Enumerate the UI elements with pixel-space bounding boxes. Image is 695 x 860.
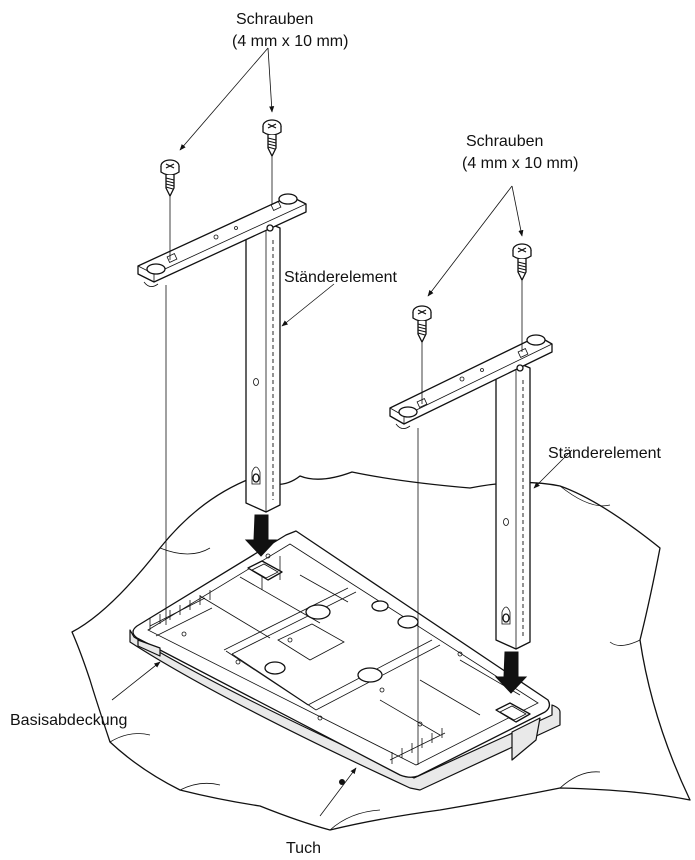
screw-right-2 xyxy=(512,243,532,281)
label-screws-left-line1: Schrauben xyxy=(236,11,313,28)
label-screws-right-line2: (4 mm x 10 mm) xyxy=(462,155,578,172)
label-stand-left: Ständerelement xyxy=(284,269,398,286)
screw-left-2 xyxy=(262,119,282,157)
callout-arrows xyxy=(111,47,573,817)
base-cover xyxy=(129,530,561,791)
insert-arrow-left xyxy=(244,514,278,557)
guide-lines xyxy=(165,157,523,765)
label-base-cover: Basisabdeckung xyxy=(10,712,127,729)
label-cloth: Tuch xyxy=(286,840,321,857)
screw-left-1 xyxy=(160,159,180,197)
stand-left xyxy=(137,193,307,513)
label-stand-right: Ständerelement xyxy=(548,445,662,462)
label-screws-left-line2: (4 mm x 10 mm) xyxy=(232,33,348,50)
label-screws-right-line1: Schrauben xyxy=(466,133,543,150)
screw-right-1 xyxy=(412,305,432,343)
insert-arrow-right xyxy=(494,651,528,694)
stand-right xyxy=(389,334,553,650)
cloth xyxy=(71,471,691,831)
